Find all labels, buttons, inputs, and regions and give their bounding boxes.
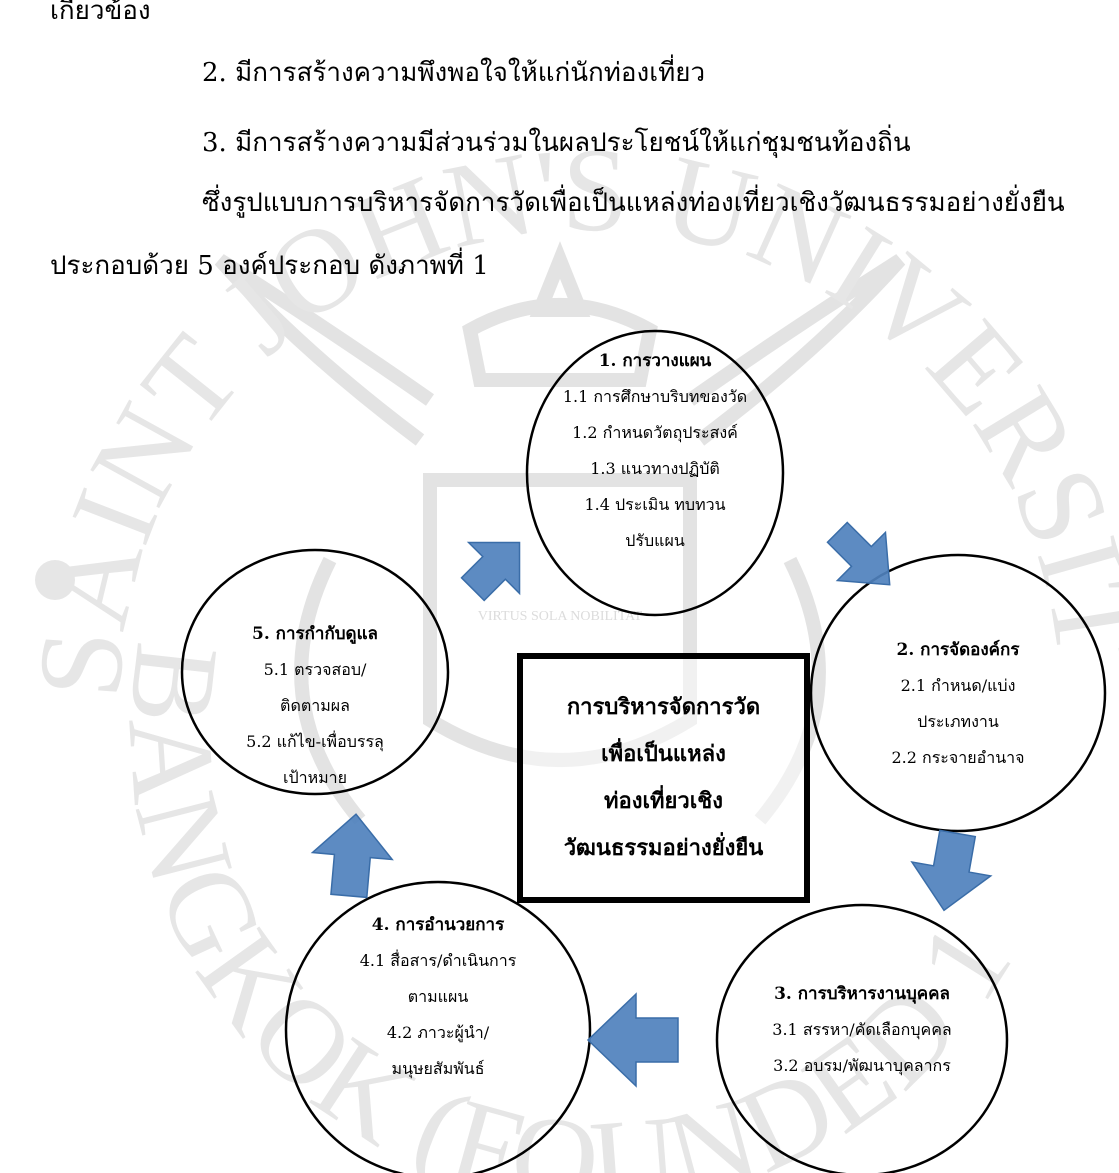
node-4-item-4: มนุษยสัมพันธ์ <box>391 1059 485 1078</box>
node-3-item-2: 3.2 อบรม/พัฒนาบุคลากร <box>773 1056 951 1075</box>
node-1-item-1: 1.1 การศึกษาบริบทของวัด <box>562 387 748 406</box>
node-4-text: 4. การอำนวยการ 4.1 สื่อสาร/ดำเนินการ ตาม… <box>315 907 561 1087</box>
node-5-item-1: 5.1 ตรวจสอบ/ <box>263 660 367 679</box>
node-1-item-5: ปรับแผน <box>625 531 685 550</box>
node-4-title: 4. การอำนวยการ <box>371 915 505 935</box>
paragraph-line-4: ประกอบด้วย 5 องค์ประกอบ ดังภาพที่ 1 <box>50 251 489 281</box>
arrow-1-to-2 <box>826 521 891 586</box>
arrow-5-to-1 <box>460 541 521 602</box>
node-1-circle <box>525 329 785 617</box>
node-4-circle <box>284 880 592 1173</box>
node-2-title: 2. การจัดองค์กร <box>896 640 1020 660</box>
node-5-circle <box>180 548 450 796</box>
node-4-item-2: ตามแผน <box>407 987 469 1006</box>
node-1-item-3: 1.3 แนวทางปฏิบัติ <box>590 459 720 478</box>
paragraph-line-2: 3. มีการสร้างความมีส่วนร่วมในผลประโยชน์ใ… <box>202 128 911 158</box>
center-line-4: วัฒนธรรมอย่างยั่งยืน <box>563 835 764 861</box>
node-4-item-1: 4.1 สื่อสาร/ดำเนินการ <box>359 951 517 970</box>
node-2-circle <box>809 553 1107 833</box>
node-2-item-2: ประเภทงาน <box>917 712 999 731</box>
center-concept-box: การบริหารจัดการวัด เพื่อเป็นแหล่ง ท่องเท… <box>517 653 810 903</box>
node-1-item-4: 1.4 ประเมิน ทบทวน <box>584 495 726 514</box>
arrow-3-to-4 <box>586 992 679 1088</box>
paragraph-line-0: เกี่ยวข้อง <box>50 0 151 26</box>
node-1-title: 1. การวางแผน <box>598 351 712 371</box>
seal-dot-left <box>35 560 75 600</box>
node-2-item-1: 2.1 กำหนด/แบ่ง <box>900 676 1016 695</box>
paragraph-line-1: 2. มีการสร้างความพึงพอใจให้แก่นักท่องเที… <box>202 58 706 88</box>
node-5-item-3: 5.2 แก้ไข-เพื่อบรรลุ <box>246 732 384 751</box>
node-3-text: 3. การบริหารงานบุคคล 3.1 สรรหา/คัดเลือกบ… <box>740 976 984 1084</box>
node-5-text: 5. การกำกับดูแล 5.1 ตรวจสอบ/ ติดตามผล 5.… <box>200 616 430 796</box>
arrow-4-to-5 <box>310 813 394 899</box>
paragraph-line-3: ซึ่งรูปแบบการบริหารจัดการวัดเพื่อเป็นแหล… <box>202 188 1065 218</box>
node-3-circle <box>715 903 1009 1173</box>
node-3-item-1: 3.1 สรรหา/คัดเลือกบุคคล <box>772 1020 952 1039</box>
node-4-item-3: 4.2 ภาวะผู้นำ/ <box>386 1023 490 1042</box>
center-line-2: เพื่อเป็นแหล่ง <box>601 741 726 767</box>
node-1-text: 1. การวางแผน 1.1 การศึกษาบริบทของวัด 1.2… <box>535 343 775 559</box>
node-5-item-4: เป้าหมาย <box>282 768 348 787</box>
arrow-2-to-3 <box>910 829 993 912</box>
node-2-item-3: 2.2 กระจายอำนาจ <box>891 748 1025 767</box>
center-line-3: ท่องเที่ยวเชิง <box>604 788 723 814</box>
node-1-item-2: 1.2 กำหนดวัตถุประสงค์ <box>572 423 738 442</box>
node-5-title: 5. การกำกับดูแล <box>252 624 378 644</box>
seal-motto: VIRTUS SOLA NOBILITAT <box>478 609 643 624</box>
node-5-item-2: ติดตามผล <box>280 696 350 715</box>
node-3-title: 3. การบริหารงานบุคคล <box>774 984 950 1004</box>
node-2-text: 2. การจัดองค์กร 2.1 กำหนด/แบ่ง ประเภทงาน… <box>840 632 1076 776</box>
center-line-1: การบริหารจัดการวัด <box>566 694 761 720</box>
